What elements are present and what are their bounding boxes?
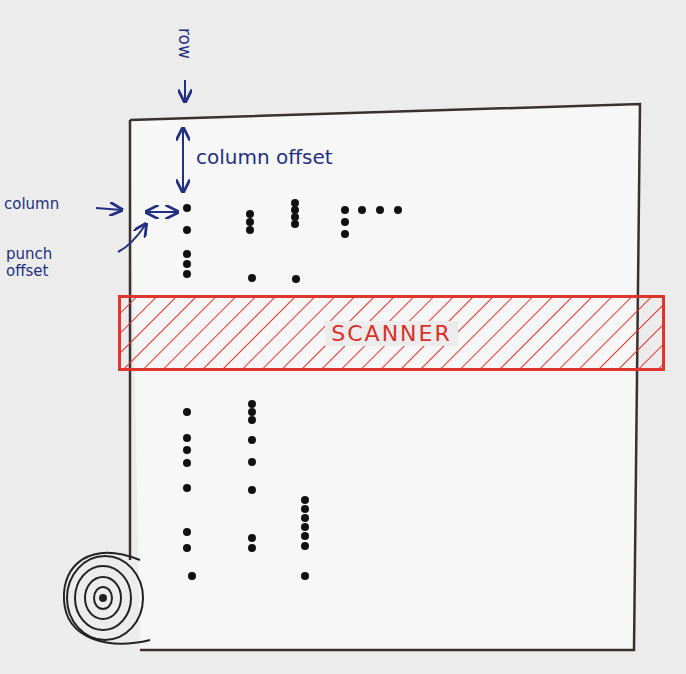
scanner-band: SCANNER	[118, 295, 665, 371]
punch-hole	[301, 523, 309, 531]
punch-hole	[248, 416, 256, 424]
punch-hole	[248, 400, 256, 408]
punch-hole	[291, 220, 299, 228]
punch-hole	[291, 206, 299, 214]
punch-hole	[183, 434, 191, 442]
punch-hole	[301, 505, 309, 513]
punch-hole	[341, 218, 349, 226]
punch-hole	[188, 572, 196, 580]
punch-hole	[248, 408, 256, 416]
annotation-label: column offset	[196, 146, 333, 168]
annotation-label: punch offset	[6, 246, 68, 279]
punch-hole	[183, 408, 191, 416]
punch-hole	[291, 199, 299, 207]
punch-hole	[291, 213, 299, 221]
punch-hole	[248, 458, 256, 466]
punch-hole	[341, 230, 349, 238]
punch-hole	[183, 544, 191, 552]
punch-hole	[248, 486, 256, 494]
punch-hole	[292, 275, 300, 283]
punch-hole	[301, 514, 309, 522]
punch-hole	[301, 572, 309, 580]
punch-holes	[183, 199, 402, 580]
dimension-arrows	[96, 80, 185, 252]
punch-hole	[183, 528, 191, 536]
scanner-label: SCANNER	[325, 321, 457, 346]
punch-hole	[301, 496, 309, 504]
punch-hole	[183, 446, 191, 454]
punch-hole	[376, 206, 384, 214]
paper-roll	[64, 553, 150, 644]
punch-hole	[183, 204, 191, 212]
punch-hole	[246, 226, 254, 234]
annotation-label: column	[4, 196, 59, 213]
punch-hole	[183, 250, 191, 258]
punch-hole	[301, 532, 309, 540]
punch-hole	[394, 206, 402, 214]
punch-hole	[358, 206, 366, 214]
punch-hole	[183, 226, 191, 234]
punch-hole	[246, 210, 254, 218]
punch-hole	[183, 270, 191, 278]
punch-hole	[248, 274, 256, 282]
punch-hole	[248, 436, 256, 444]
punch-hole	[183, 484, 191, 492]
punch-hole	[248, 544, 256, 552]
punch-hole	[301, 542, 309, 550]
paper-sheet	[130, 104, 640, 650]
punch-hole	[183, 260, 191, 268]
punch-hole	[248, 534, 256, 542]
punch-hole	[341, 206, 349, 214]
annotation-label: row	[175, 28, 194, 59]
punch-hole	[183, 459, 191, 467]
punch-hole	[246, 218, 254, 226]
